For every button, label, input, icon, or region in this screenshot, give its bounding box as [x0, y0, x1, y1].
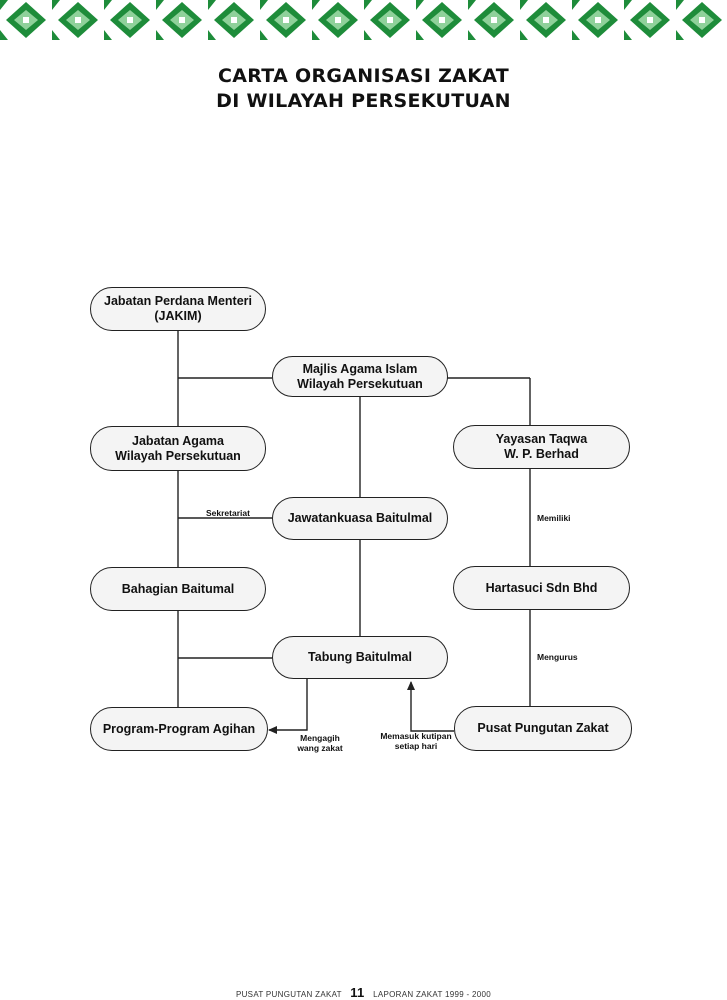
page-number: 11: [350, 985, 365, 1000]
pattern-tile: [364, 0, 410, 40]
node-bahagian-line-1: Bahagian Baitumal: [121, 581, 235, 596]
node-yayasan-line-1: Yayasan Taqwa: [495, 432, 588, 446]
node-jawi-line-2: Wilayah Persekutuan: [115, 448, 241, 463]
node-hartasuci: Hartasuci Sdn Bhd: [453, 566, 630, 610]
title-line-1: CARTA ORGANISASI ZAKAT: [217, 65, 510, 87]
pattern-tile: [312, 0, 358, 40]
pattern-tile: [52, 0, 98, 40]
arrow-mengagih: [268, 679, 308, 734]
node-tabung-baitulmal: Tabung Baitulmal: [272, 636, 448, 679]
title-line-2: DI WILAYAH PERSEKUTUAN: [216, 90, 511, 112]
pattern-tile: [624, 0, 670, 40]
page-title: CARTA ORGANISASI ZAKAT DI WILAYAH PERSEK…: [0, 64, 727, 114]
pattern-graphic: [0, 0, 727, 40]
label-mengagih-line-2: wang zakat: [297, 743, 343, 753]
pattern-tile: [104, 0, 150, 40]
node-jakim-line-2: (JAKIM): [154, 309, 202, 323]
node-ppz-line-1: Pusat Pungutan Zakat: [477, 721, 609, 735]
node-majlis-line-2: Wilayah Persekutuan: [297, 376, 423, 391]
node-jawi-line-1: Jabatan Agama: [132, 433, 224, 448]
label-mengagih-line-1: Mengagih: [300, 733, 340, 743]
arrow-memasuk: [407, 681, 454, 732]
node-jawatankuasa-baitulmal: Jawatankuasa Baitulmal: [272, 497, 448, 540]
pattern-tile: [520, 0, 566, 40]
pattern-tile: [156, 0, 202, 40]
pattern-tile: [416, 0, 462, 40]
node-jakim: Jabatan Perdana Menteri (JAKIM): [90, 287, 266, 331]
label-memasuk: Memasuk kutipan setiap hari: [374, 731, 458, 751]
pattern-tile: [208, 0, 254, 40]
pattern-tile: [468, 0, 514, 40]
footer-right: LAPORAN ZAKAT 1999 - 2000: [373, 990, 492, 999]
footer-left: PUSAT PUNGUTAN ZAKAT: [235, 990, 342, 999]
node-program-line-1: Program-Program Agihan: [102, 721, 256, 736]
label-sekretariat: Sekretariat: [206, 508, 250, 518]
node-yayasan-line-2: W. P. Berhad: [504, 447, 579, 461]
node-pusat-pungutan-zakat: Pusat Pungutan Zakat: [454, 706, 632, 751]
pattern-tile: [676, 0, 722, 40]
node-hartasuci-line-1: Hartasuci Sdn Bhd: [485, 580, 598, 595]
node-jabatan-agama: Jabatan Agama Wilayah Persekutuan: [90, 426, 266, 471]
label-memasuk-line-2: setiap hari: [394, 741, 438, 751]
page-footer: PUSAT PUNGUTAN ZAKAT 11 LAPORAN ZAKAT 19…: [0, 985, 727, 1000]
label-memasuk-line-1: Memasuk kutipan: [380, 731, 452, 741]
label-mengagih: Mengagih wang zakat: [280, 733, 360, 753]
pattern-tile: [572, 0, 618, 40]
node-jakim-line-1: Jabatan Perdana Menteri: [104, 294, 252, 308]
node-tabung-line-1: Tabung Baitulmal: [308, 650, 412, 664]
decorative-pattern-band: [0, 0, 727, 40]
node-bahagian-baitumal: Bahagian Baitumal: [90, 567, 266, 611]
label-memiliki: Memiliki: [537, 513, 571, 523]
node-yayasan-taqwa: Yayasan Taqwa W. P. Berhad: [453, 425, 630, 469]
node-jawatankuasa-line-1: Jawatankuasa Baitulmal: [287, 511, 433, 525]
node-program-agihan: Program-Program Agihan: [90, 707, 268, 751]
node-majlis-agama-islam: Majlis Agama Islam Wilayah Persekutuan: [272, 356, 448, 397]
label-mengurus: Mengurus: [537, 652, 578, 662]
node-majlis-line-1: Majlis Agama Islam: [302, 361, 418, 376]
pattern-tile: [0, 0, 46, 40]
pattern-tile: [260, 0, 306, 40]
